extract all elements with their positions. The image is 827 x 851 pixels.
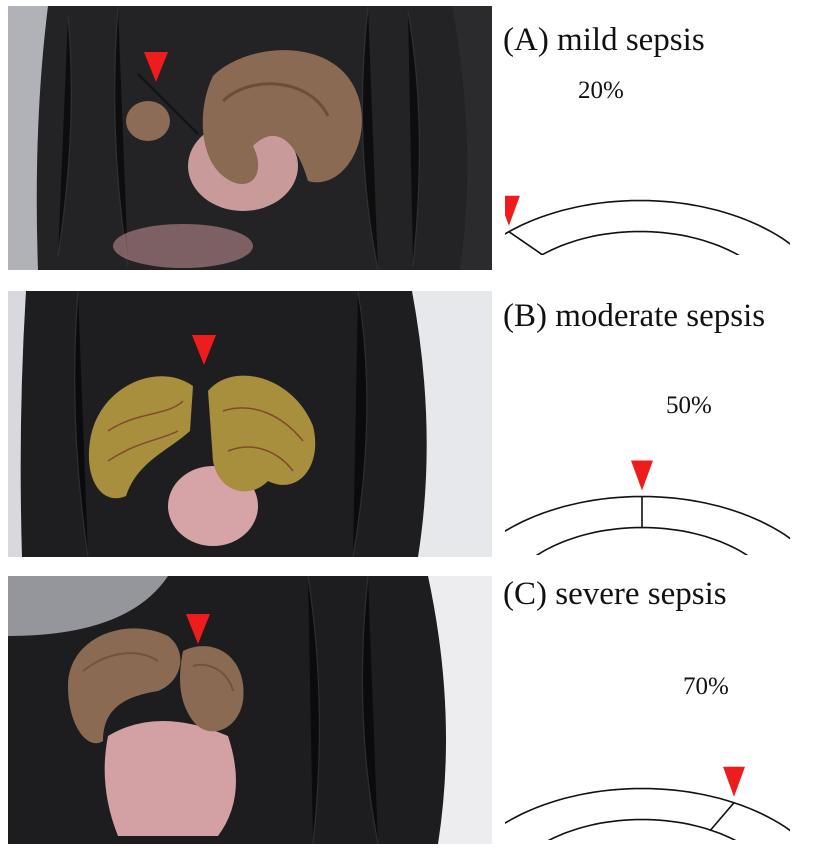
cecum-schematic-mild [505, 195, 790, 255]
photo-mild-sepsis [8, 6, 492, 270]
panel-a-percent: 20% [578, 77, 624, 104]
ligation-marker-mild [505, 195, 520, 226]
cecum-outline-severe [505, 787, 790, 840]
photo-moderate-sepsis [8, 291, 492, 557]
ligation-marker-photo-c [186, 614, 210, 644]
cecum-schematic-severe [505, 766, 790, 840]
panel-c-percent: 70% [683, 673, 729, 700]
cecum-schematic-moderate [505, 460, 790, 555]
ligation-line-severe [709, 802, 735, 831]
photo-severe-sepsis [8, 576, 492, 844]
ligation-marker-severe [723, 766, 745, 797]
cecum-outline-moderate [505, 495, 790, 555]
ligation-line-mild [508, 231, 543, 255]
panel-a-title: (A) mild sepsis [503, 22, 705, 58]
ligation-marker-moderate [631, 460, 653, 491]
panel-b-title: (B) moderate sepsis [503, 298, 766, 334]
ligation-marker-photo-b [192, 335, 216, 365]
cecum-outline-mild [505, 199, 790, 255]
panel-b-percent: 50% [666, 392, 712, 419]
ligation-marker-photo-a [144, 52, 168, 82]
panel-c-title: (C) severe sepsis [503, 576, 727, 612]
